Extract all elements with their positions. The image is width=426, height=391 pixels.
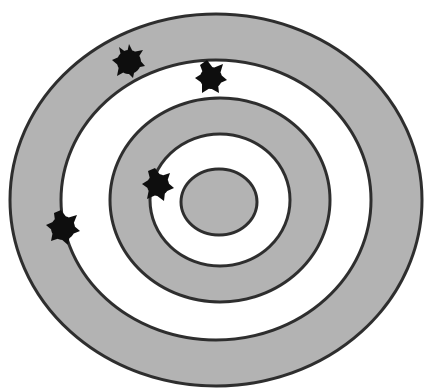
bullseye (181, 169, 257, 235)
